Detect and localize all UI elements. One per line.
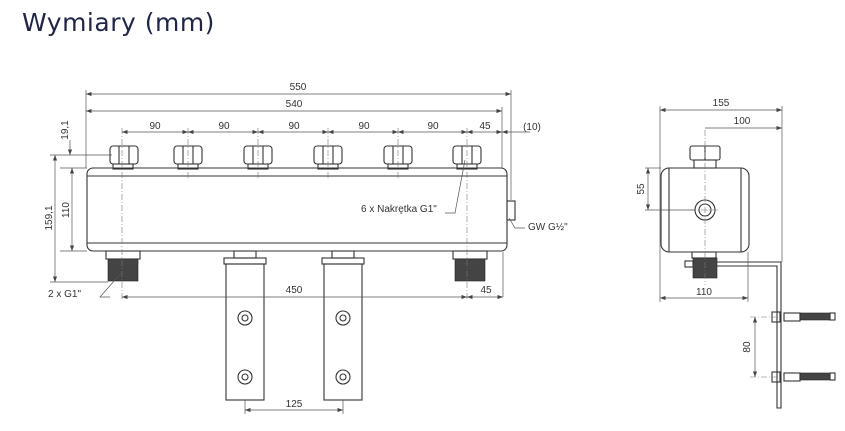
dim-90: 90 [427, 121, 439, 132]
dim-45-bottom: 45 [480, 285, 492, 296]
dim-110-side: 110 [696, 287, 712, 298]
nuts-label: 6 x Nakrętka G1" [361, 204, 437, 215]
dim-125: 125 [286, 399, 303, 410]
dim-90: 90 [218, 121, 230, 132]
manifold-body [86, 167, 508, 252]
bottom-thread [107, 258, 139, 282]
top-nuts [109, 145, 482, 170]
dim-90: 90 [149, 121, 161, 132]
nut [109, 145, 139, 170]
dim-90: 90 [358, 121, 370, 132]
dim-19-1: 19,1 [60, 120, 71, 140]
bottom-threads-label: 2 x G1" [48, 289, 81, 300]
dim-110: 110 [61, 202, 72, 218]
dim-90: 90 [288, 121, 300, 132]
wall-bracket [223, 250, 267, 401]
front-view: 550 540 90 90 90 90 90 45 (10) 19,1 159,… [44, 82, 568, 414]
dim-159-1: 159,1 [44, 205, 55, 230]
dim-155: 155 [713, 98, 730, 109]
dim-540: 540 [286, 99, 303, 110]
dim-55: 55 [636, 183, 647, 195]
dim-450: 450 [286, 285, 303, 296]
wall-anchor [771, 311, 836, 323]
side-port [506, 200, 516, 221]
dim-550: 550 [290, 82, 307, 93]
dim-100: 100 [734, 116, 751, 127]
dim-10: (10) [523, 122, 541, 133]
dim-45-top: 45 [479, 121, 491, 132]
page-title: Wymiary (mm) [22, 8, 215, 37]
wall-bracket [321, 250, 365, 401]
side-port-label: GW G½" [528, 222, 568, 233]
bottom-thread [454, 258, 486, 282]
dim-80: 80 [742, 341, 753, 353]
side-view: 155 100 55 110 80 [636, 98, 836, 409]
